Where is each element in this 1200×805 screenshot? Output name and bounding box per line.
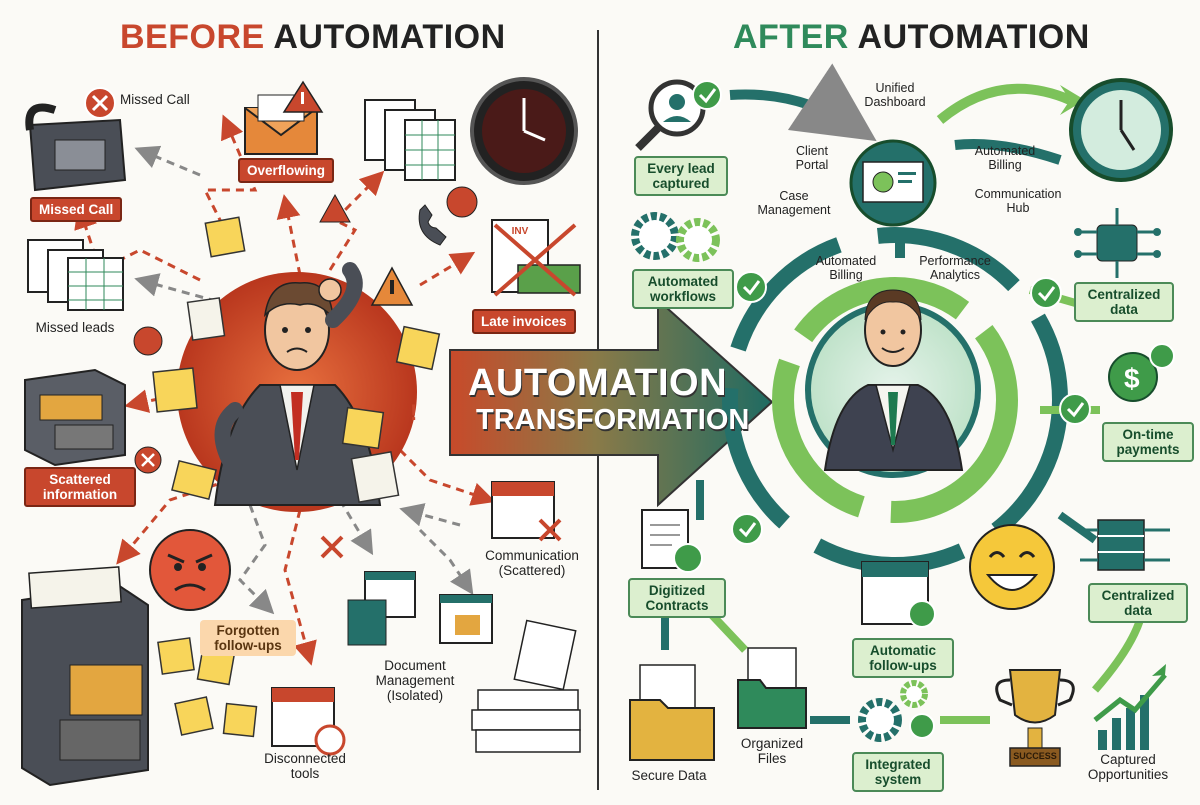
happy-face-icon bbox=[969, 524, 1055, 610]
hub-performance-analytics: Performance Analytics bbox=[919, 254, 991, 282]
overflowing-cabinet-icon bbox=[21, 566, 149, 787]
on-time-clock-icon bbox=[1069, 78, 1173, 182]
trophy-text: SUCCESS bbox=[1013, 751, 1057, 761]
every-lead-badge: Every lead captured bbox=[634, 156, 728, 197]
scattered-information-badge: Scattered information bbox=[24, 467, 136, 508]
missed-leads-label: Missed leads bbox=[35, 320, 115, 335]
overflowing-badge: Overflowing bbox=[238, 158, 335, 184]
calm-man-figure bbox=[823, 289, 964, 471]
captured-opportunities-label: Captured Opportunities bbox=[1087, 752, 1169, 783]
integrated-system-badge: Integrated system bbox=[852, 752, 944, 793]
hub-automated-billing-low: Automated Billing bbox=[815, 254, 877, 282]
arrow-text-line2: TRANSFORMATION bbox=[476, 404, 750, 436]
svg-text:$: $ bbox=[1124, 363, 1140, 394]
lead-magnifier-icon bbox=[635, 79, 722, 151]
phone-handset-icon bbox=[418, 204, 447, 246]
stressed-man-figure bbox=[213, 262, 382, 506]
organized-files-label: Organized Files bbox=[740, 736, 804, 767]
hub-client-portal: Client Portal bbox=[795, 144, 829, 172]
after-title: AFTER AUTOMATION bbox=[733, 18, 1090, 57]
disconnected-tools-label: Disconnected tools bbox=[264, 751, 346, 782]
centralized-data-badge-top: Centralized data bbox=[1074, 282, 1174, 323]
contract-document-icon bbox=[641, 509, 703, 573]
communication-label: Communication (Scattered) bbox=[472, 548, 592, 578]
centralized-data-badge-low: Centralized data bbox=[1088, 583, 1188, 624]
missed-call-label: Missed Call bbox=[120, 92, 190, 107]
phone-icon bbox=[25, 87, 127, 192]
workflow-gears-icon bbox=[631, 212, 720, 262]
document-windows-icon bbox=[347, 571, 493, 646]
flow-cycle bbox=[661, 63, 1144, 724]
angry-face-icon bbox=[149, 529, 231, 611]
document-management-title: Document Management bbox=[375, 658, 455, 689]
svg-text:!: ! bbox=[410, 400, 417, 425]
spreadsheet-stack-icon bbox=[364, 99, 456, 181]
database-icon bbox=[1080, 519, 1170, 571]
before-title-accent: BEFORE bbox=[120, 18, 265, 56]
payment-dollar-icon: $ bbox=[1108, 343, 1175, 402]
before-title: BEFORE AUTOMATION bbox=[120, 18, 506, 57]
missed-call-badge: Missed Call bbox=[30, 197, 123, 223]
paper-stack-icon bbox=[471, 619, 581, 753]
calendar-icon bbox=[271, 687, 346, 756]
after-title-accent: AFTER bbox=[733, 18, 849, 56]
communication-sub: (Scattered) bbox=[498, 563, 566, 579]
followup-calendar-icon bbox=[861, 561, 936, 628]
transformation-arrow bbox=[449, 297, 774, 508]
before-title-rest: AUTOMATION bbox=[264, 18, 506, 56]
overflowing-envelope-icon bbox=[244, 80, 324, 155]
communication-calendar-icon bbox=[491, 481, 562, 542]
missed-leads-spreadsheet-icon bbox=[27, 239, 124, 311]
digitized-contracts-badge: Digitized Contracts bbox=[628, 578, 726, 619]
organized-files-icon bbox=[737, 647, 807, 729]
document-management-sub: (Isolated) bbox=[386, 688, 444, 704]
communication-title: Communication bbox=[485, 548, 579, 563]
arrow-text-line1: AUTOMATION bbox=[468, 362, 728, 404]
automatic-followups-badge: Automatic follow-ups bbox=[852, 638, 954, 679]
dashboard-hub-icon bbox=[849, 139, 937, 227]
integrated-gears-icon bbox=[858, 680, 935, 742]
secure-folder-icon bbox=[629, 664, 715, 761]
automated-workflows-badge: Automated workflows bbox=[632, 269, 734, 310]
chaos-arrows bbox=[74, 114, 496, 666]
hub-unified-dashboard: Unified Dashboard bbox=[864, 81, 926, 109]
check-icons bbox=[731, 271, 1091, 545]
trophy-icon bbox=[995, 669, 1075, 767]
forgotten-followups-badge: Forgotten follow-ups bbox=[200, 620, 296, 657]
hub-case-management: Case Management bbox=[757, 189, 831, 217]
secure-data-label: Secure Data bbox=[631, 768, 707, 783]
late-invoice-icon bbox=[491, 219, 581, 297]
warning-icons: ! bbox=[133, 186, 478, 559]
after-title-rest: AUTOMATION bbox=[848, 18, 1090, 56]
invoice-text: INV bbox=[511, 226, 529, 237]
on-time-payments-badge: On-time payments bbox=[1102, 422, 1194, 463]
growth-chart-icon bbox=[1093, 664, 1167, 750]
hub-automated-billing-top: Automated Billing bbox=[974, 144, 1036, 172]
broken-clock-icon bbox=[470, 77, 578, 185]
file-cabinet-icon bbox=[24, 368, 126, 467]
hub-communication-hub: Communication Hub bbox=[974, 187, 1062, 215]
network-data-icon bbox=[1074, 208, 1161, 278]
document-management-label: Document Management (Isolated) bbox=[365, 658, 465, 703]
late-invoices-badge: Late invoices bbox=[472, 309, 576, 335]
